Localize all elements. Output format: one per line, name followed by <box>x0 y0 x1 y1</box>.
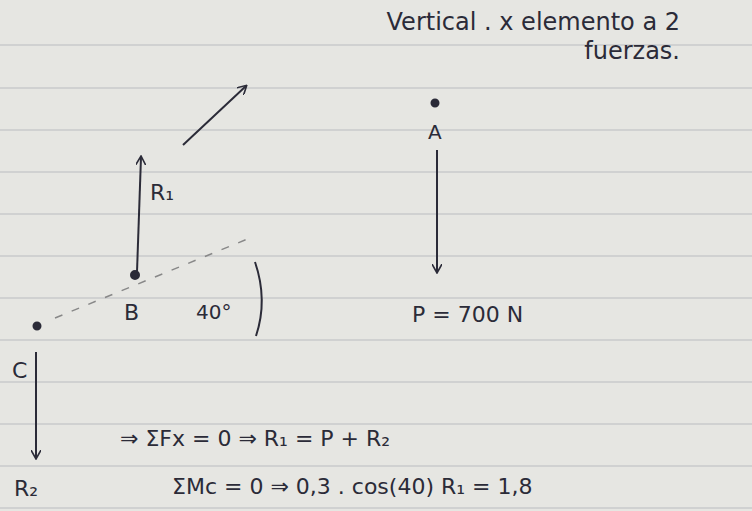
force-label: R₁ <box>150 180 174 206</box>
point-label: C <box>12 358 27 384</box>
point-label: A <box>428 120 442 144</box>
angle-label: 40° <box>196 300 231 324</box>
point-label: B <box>124 300 139 326</box>
force-label: R₂ <box>14 476 38 502</box>
equation: ΣMc = 0 ⇒ 0,3 . cos(40) R₁ = 1,8 <box>172 474 532 500</box>
ruled-lines <box>0 45 752 508</box>
equation: ⇒ ΣFx = 0 ⇒ R₁ = P + R₂ <box>120 426 390 452</box>
force-label: P = 700 N <box>412 302 523 328</box>
heading-note: Vertical . x elemento a 2 fuerzas. <box>300 8 680 66</box>
free-body-sketch <box>34 86 439 458</box>
